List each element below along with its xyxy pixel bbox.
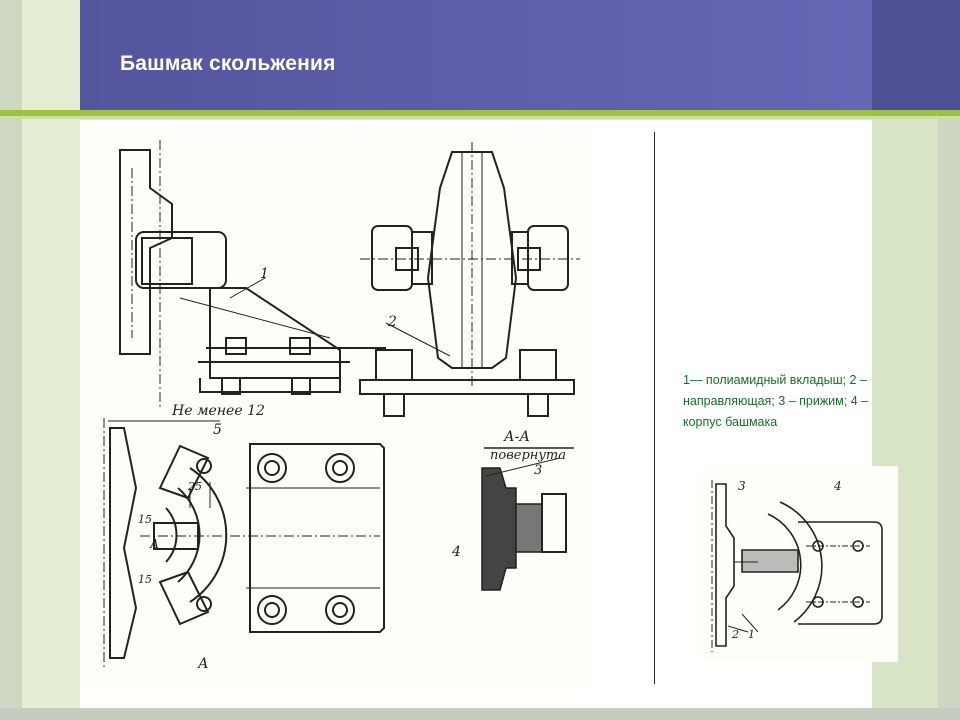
label-a-side: А bbox=[149, 537, 159, 551]
slide-header-corner bbox=[872, 0, 960, 110]
label-rotated: повернута bbox=[490, 448, 566, 463]
label-1: 1 bbox=[260, 266, 269, 282]
label-not-less: Не менее 12 bbox=[171, 403, 265, 419]
header-accent-line bbox=[0, 110, 960, 116]
section-aa bbox=[481, 447, 574, 591]
label-2: 2 bbox=[387, 314, 397, 330]
small-label-2: 2 bbox=[731, 628, 739, 641]
front-view bbox=[359, 142, 580, 417]
label-dim-25: 25 bbox=[187, 480, 202, 493]
small-technical-drawing: 3 4 2 1 bbox=[698, 466, 898, 662]
header-accent-line-light bbox=[0, 116, 960, 119]
label-a-lower: А bbox=[197, 656, 209, 672]
label-dim-15b: 15 bbox=[138, 573, 152, 586]
side-view bbox=[119, 140, 386, 408]
legend-caption: 1— полиамидный вкладыш; 2 – направляющая… bbox=[683, 373, 869, 429]
right-margin-strip-dark bbox=[938, 0, 960, 720]
label-5: 5 bbox=[213, 422, 222, 438]
divider-line bbox=[654, 132, 655, 684]
left-margin-strip bbox=[0, 0, 22, 720]
slide-title: Башмак скольжения bbox=[120, 52, 336, 75]
label-4: 4 bbox=[451, 544, 461, 560]
bottom-left-view bbox=[103, 418, 380, 668]
label-section-aa: А-А bbox=[503, 429, 530, 445]
slide-header bbox=[80, 0, 872, 110]
label-dim-15a: 15 bbox=[138, 513, 152, 526]
small-label-4: 4 bbox=[833, 479, 842, 493]
main-technical-drawing: 1 2 3 4 5 Не менее 12 А-А повернута А А … bbox=[80, 128, 592, 690]
bottom-bar bbox=[0, 708, 960, 720]
label-3: 3 bbox=[534, 463, 542, 478]
small-label-3: 3 bbox=[738, 479, 746, 493]
left-margin-strip-light bbox=[22, 0, 80, 720]
plan-view bbox=[246, 443, 385, 633]
small-label-1: 1 bbox=[748, 628, 755, 641]
